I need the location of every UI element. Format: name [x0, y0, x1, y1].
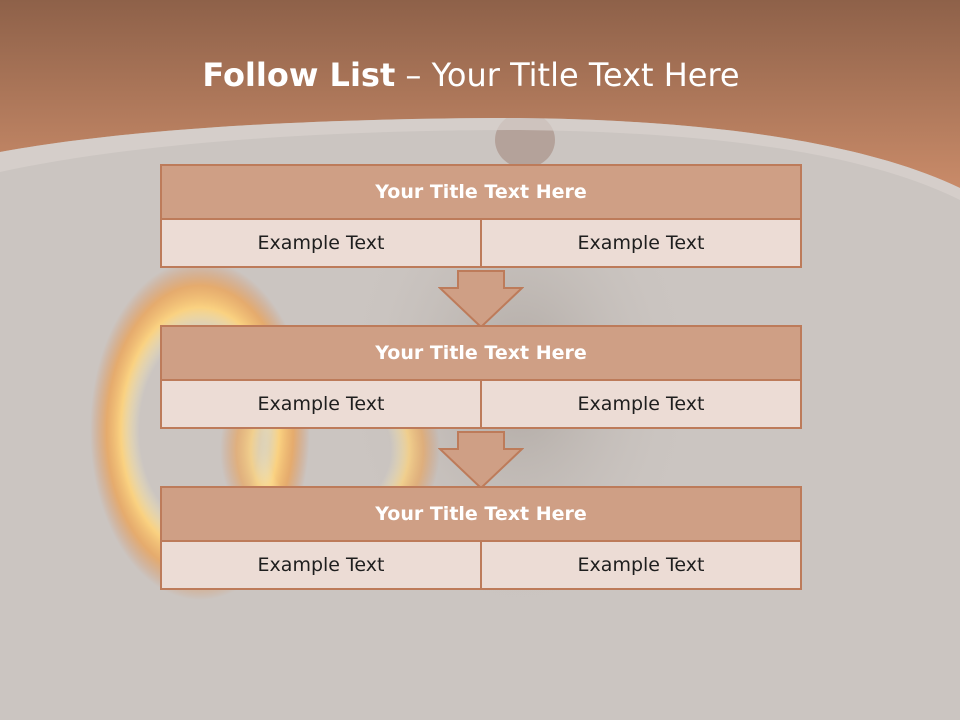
- header-band: [0, 0, 960, 188]
- block-cell-right: Example Text: [480, 540, 802, 590]
- slide-title: Follow List – Your Title Text Here: [0, 52, 942, 98]
- follow-block-1: Your Title Text Here Example Text Exampl…: [160, 164, 802, 268]
- block-cell-right: Example Text: [480, 379, 802, 429]
- block-title: Your Title Text Here: [160, 325, 802, 381]
- follow-block-3: Your Title Text Here Example Text Exampl…: [160, 486, 802, 590]
- block-cell-right: Example Text: [480, 218, 802, 268]
- block-cell-left: Example Text: [160, 218, 482, 268]
- block-row: Example Text Example Text: [160, 218, 802, 268]
- block-row: Example Text Example Text: [160, 540, 802, 590]
- down-arrow-icon: [438, 270, 524, 328]
- block-cell-left: Example Text: [160, 540, 482, 590]
- title-bold: Follow List: [202, 56, 396, 94]
- block-title: Your Title Text Here: [160, 486, 802, 542]
- header-swoosh: [0, 118, 960, 200]
- follow-block-2: Your Title Text Here Example Text Exampl…: [160, 325, 802, 429]
- title-rest: – Your Title Text Here: [395, 56, 740, 94]
- block-cell-left: Example Text: [160, 379, 482, 429]
- down-arrow-icon: [438, 431, 524, 489]
- block-row: Example Text Example Text: [160, 379, 802, 429]
- block-title: Your Title Text Here: [160, 164, 802, 220]
